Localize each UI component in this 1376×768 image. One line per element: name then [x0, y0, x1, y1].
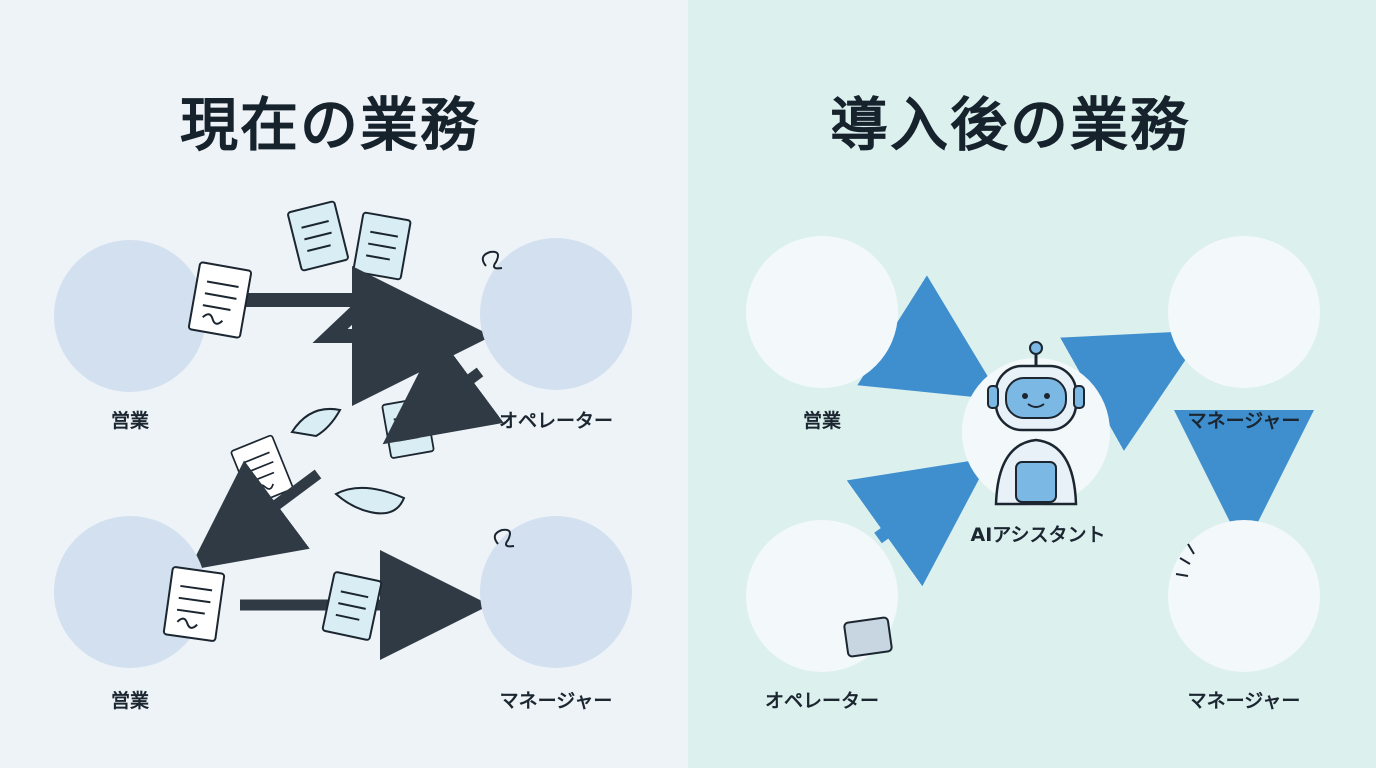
label-ai-assistant: AIアシスタント — [970, 524, 1106, 546]
sales-person-bottom — [54, 516, 226, 668]
label-sales-right: 営業 — [802, 410, 842, 432]
manager-person-stressed — [480, 516, 632, 668]
flying-scrap-2 — [334, 486, 406, 515]
sales-person-happy — [746, 236, 898, 388]
arrow-sales-to-ai — [857, 275, 1002, 400]
arrow-ai-to-manager — [1060, 330, 1206, 451]
manager-woman-happy — [1168, 236, 1320, 388]
label-sales-bottom: 営業 — [110, 690, 150, 712]
arrow-operator-to-ai — [846, 457, 991, 587]
manager-man-happy — [1168, 520, 1320, 672]
ai-assistant-robot — [962, 341, 1110, 506]
flying-paper-2 — [352, 211, 412, 281]
arrow-to-bottom-sales — [188, 460, 322, 571]
label-sales-top: 営業 — [110, 410, 150, 432]
current-workflow-title: 現在の業務 — [180, 91, 481, 159]
label-manager-top-right: マネージャー — [1187, 410, 1301, 432]
operator-person-happy — [746, 520, 898, 672]
flying-paper-1 — [286, 200, 350, 272]
arrow-operator-down — [382, 334, 504, 445]
flying-scrap-1 — [290, 408, 342, 438]
flying-paper-5 — [321, 570, 383, 642]
sales-person-top — [54, 240, 253, 392]
after-workflow-title: 導入後の業務 — [830, 91, 1191, 159]
label-operator-right: オペレーター — [764, 690, 880, 712]
zigzag-arrow-sales-to-operator — [244, 266, 492, 406]
label-operator-left: オペレーター — [498, 410, 614, 432]
label-manager-bottom-right: マネージャー — [1187, 690, 1301, 712]
label-manager-left: マネージャー — [499, 690, 613, 712]
operator-person-stressed — [480, 238, 632, 390]
